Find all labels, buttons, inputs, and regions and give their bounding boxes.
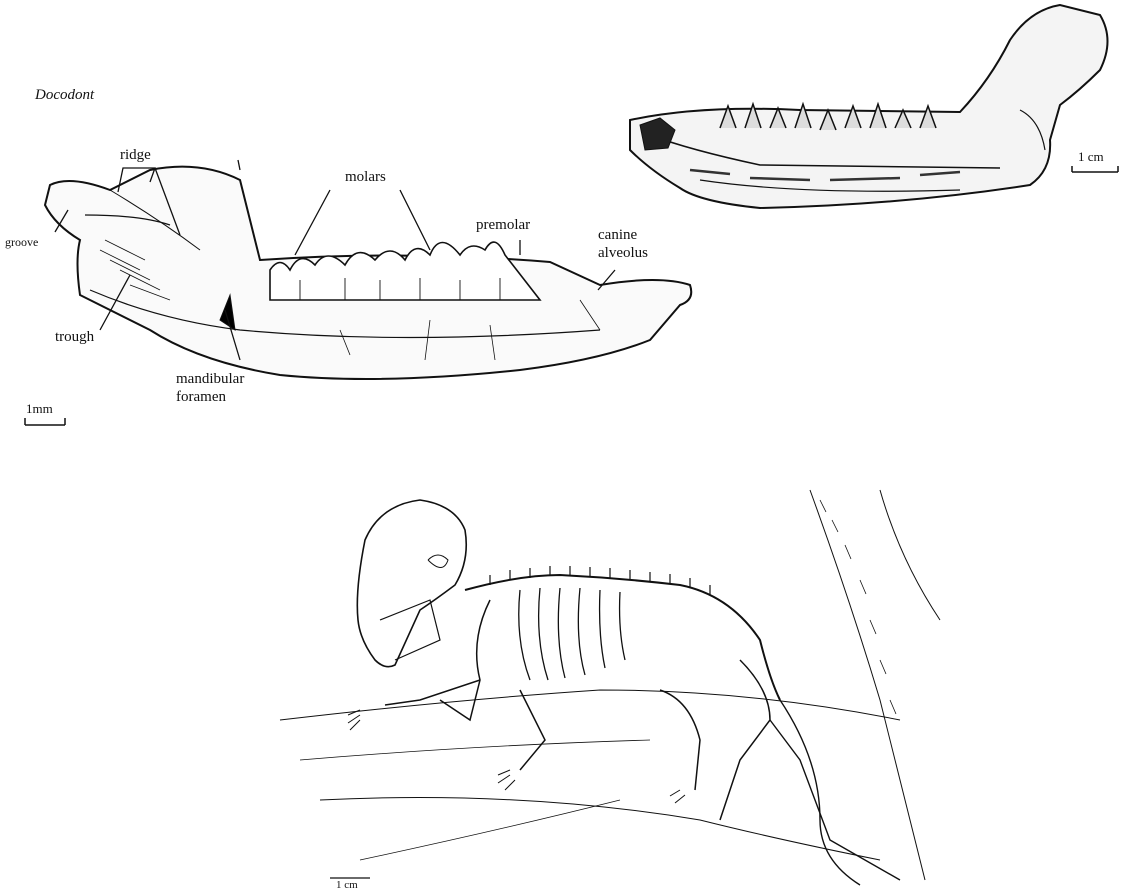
label-foramen: foramen	[176, 390, 226, 406]
skeleton-scene	[280, 490, 940, 885]
scale-label-skeleton: 1 cm	[336, 880, 358, 892]
label-groove: groove	[5, 236, 38, 249]
fossil-jaw-photo	[630, 5, 1108, 208]
label-mandibular: mandibular	[176, 372, 244, 388]
scale-label-fossil: 1 cm	[1078, 150, 1104, 164]
label-canine: canine	[598, 228, 637, 244]
fossil-scale-bar	[1072, 166, 1118, 172]
scale-label-jaw: 1mm	[26, 402, 53, 416]
label-premolar: premolar	[476, 218, 530, 234]
label-molars: molars	[345, 170, 386, 186]
label-ridge: ridge	[120, 148, 151, 164]
jaw-scale-bar	[25, 418, 65, 425]
label-alveolus: alveolus	[598, 246, 648, 262]
jaw-drawing	[45, 167, 691, 379]
label-trough: trough	[55, 330, 94, 346]
figure-title: Docodont	[35, 88, 94, 104]
